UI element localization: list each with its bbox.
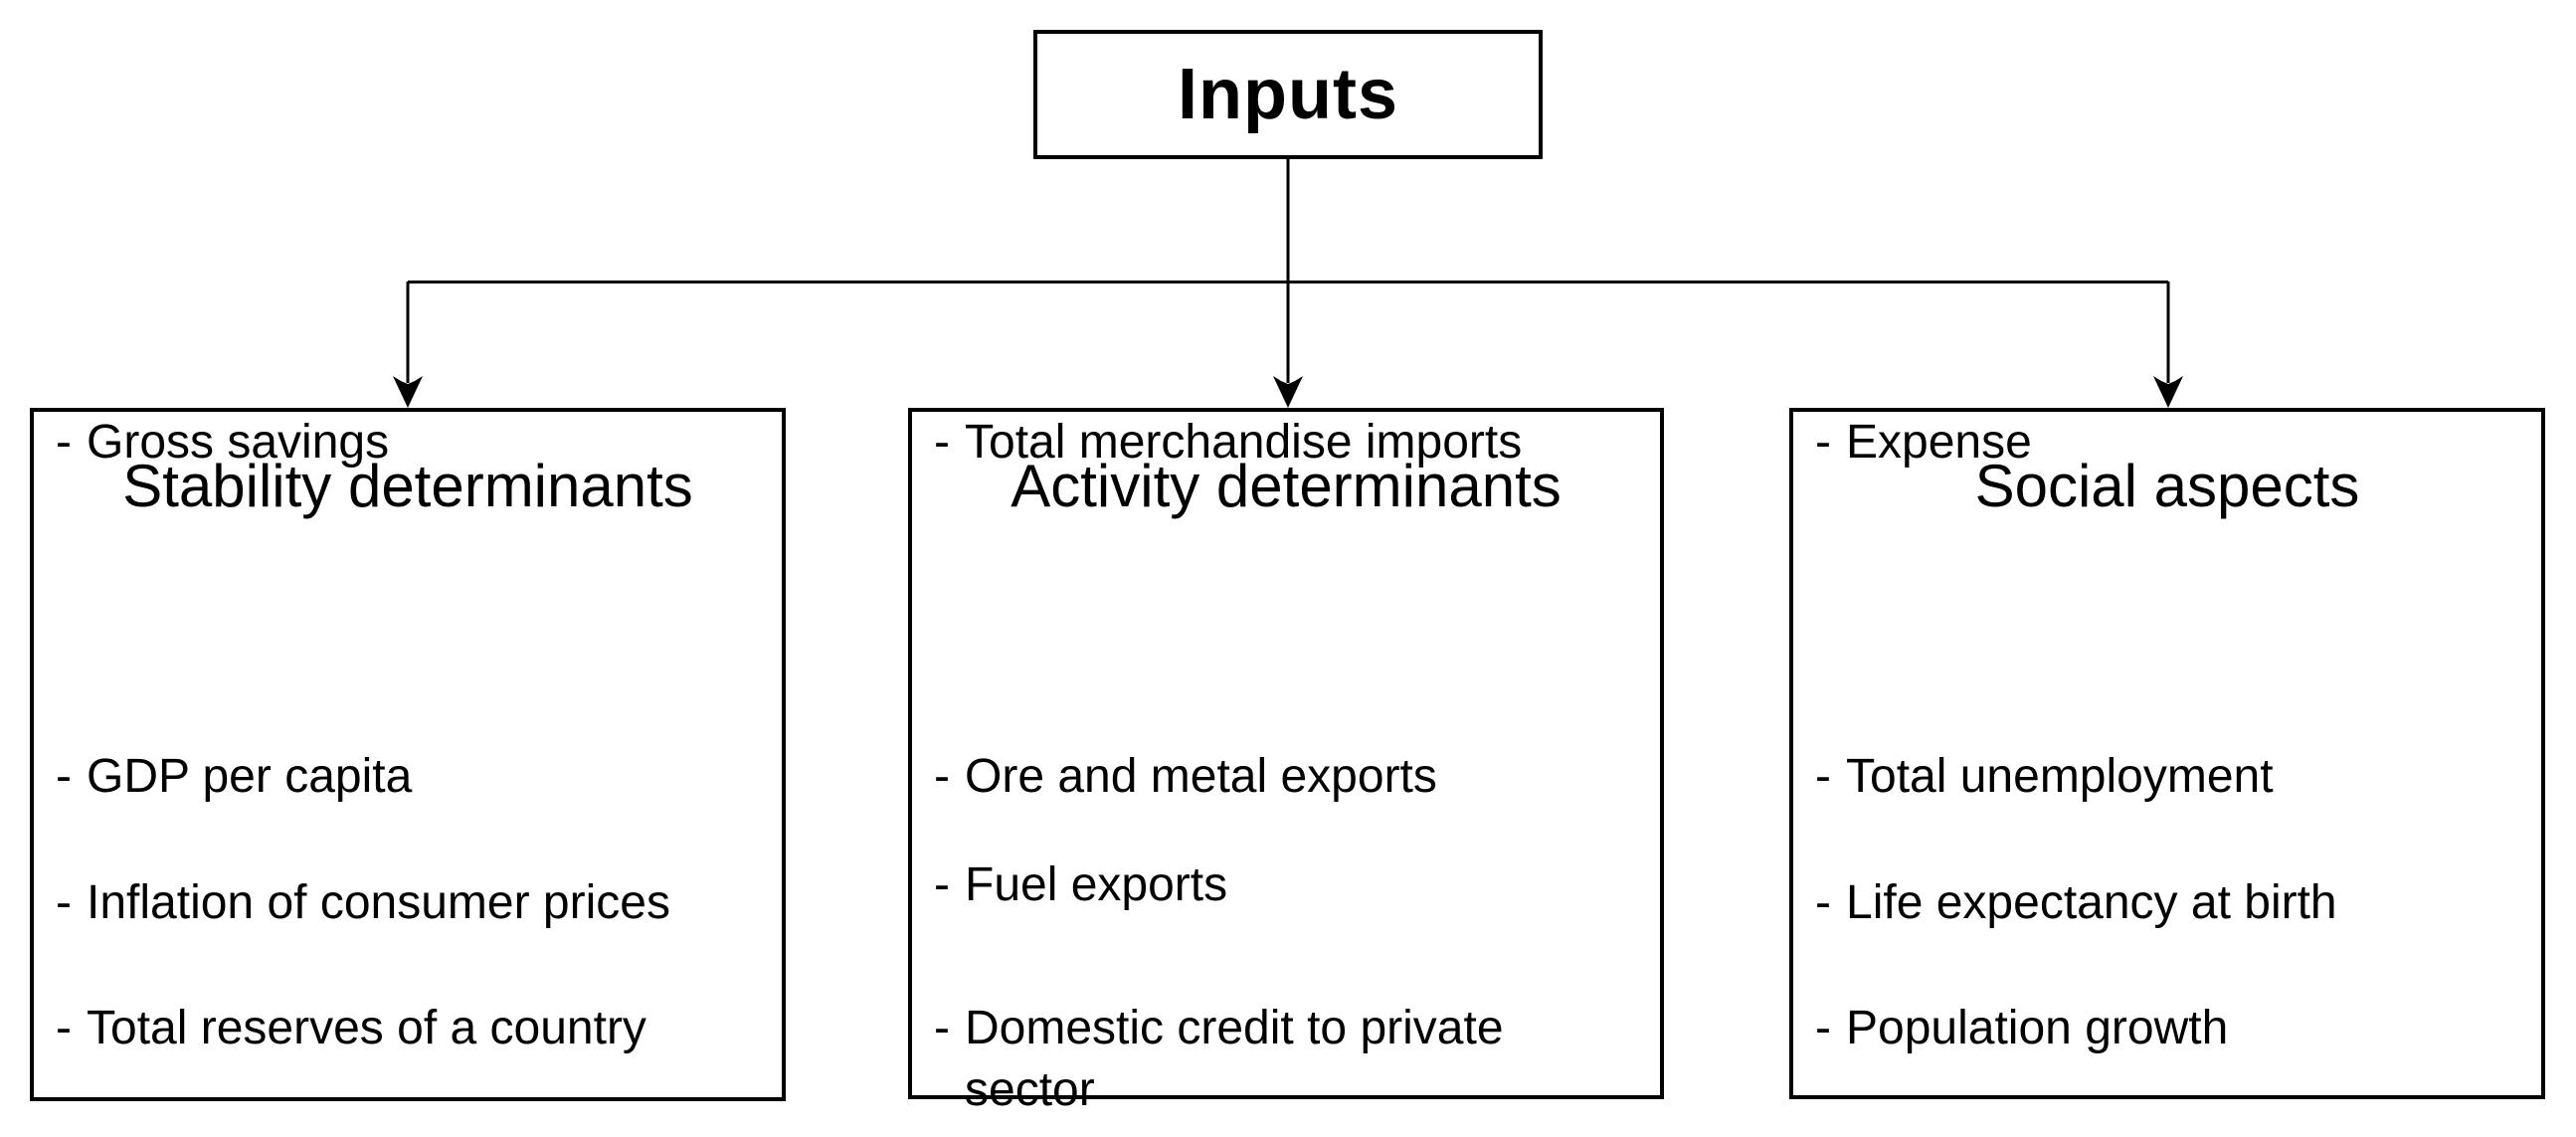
item-text: Total reserves of a country	[87, 1002, 646, 1054]
branch-box-activity-determinants: Activity determinants - Ore and metal ex…	[908, 408, 1664, 1116]
item-bullet: -	[1815, 876, 1831, 929]
item-bullet: -	[934, 750, 950, 803]
item-bullet: -	[934, 416, 950, 469]
branch-title: Stability determinants	[122, 453, 693, 519]
list-item: - Inflation of consumer prices	[34, 872, 782, 934]
branch-box-social-aspects: Social aspects - Total unemployment - Li…	[1789, 408, 2545, 1099]
branch-title: Social aspects	[1974, 453, 2360, 519]
item-bullet: -	[56, 1002, 72, 1054]
list-item: - Expense	[1793, 412, 2541, 474]
item-bullet: -	[934, 858, 950, 911]
list-item: - Total reserves of a country	[34, 998, 782, 1059]
item-text: Gross savings	[87, 416, 390, 469]
item-bullet: -	[1815, 750, 1831, 803]
list-item: - Total unemployment	[1793, 746, 2541, 808]
item-text: Fuel exports	[965, 858, 1228, 911]
item-bullet: -	[1815, 416, 1831, 469]
item-text: Life expectancy at birth	[1846, 876, 2337, 929]
item-text: Inflation of consumer prices	[87, 876, 670, 929]
item-bullet: -	[56, 750, 72, 803]
list-item: - Gross savings	[34, 412, 782, 474]
list-item: - Life expectancy at birth	[1793, 872, 2541, 934]
branch-title: Activity determinants	[1011, 453, 1562, 519]
branch-box-stability-determinants: Stability determinants - GDP per capita …	[30, 408, 786, 1101]
arrow-down-icon	[1273, 376, 1303, 408]
item-text: Expense	[1846, 416, 2032, 469]
arrow-down-icon	[393, 376, 423, 408]
item-text: Ore and metal exports	[965, 750, 1437, 803]
item-bullet: -	[56, 876, 72, 929]
item-text: Total merchandise imports	[965, 416, 1523, 469]
list-item: - Population growth	[1793, 998, 2541, 1059]
list-item: - GDP per capita	[34, 746, 782, 808]
item-text: GDP per capita	[87, 750, 413, 803]
item-bullet: -	[934, 1002, 950, 1054]
root-box-label: Inputs	[1178, 55, 1398, 134]
item-bullet: -	[56, 416, 72, 469]
item-text: Domestic credit to private sector	[965, 1002, 1504, 1116]
list-item: - Domestic credit to private sector	[912, 998, 1660, 1121]
root-box-inputs: Inputs	[1033, 30, 1543, 159]
item-bullet: -	[1815, 1002, 1831, 1054]
list-item: - Total merchandise imports	[912, 412, 1660, 474]
list-item: - Ore and metal exports	[912, 746, 1660, 808]
item-text: Population growth	[1846, 1002, 2229, 1054]
arrow-down-icon	[2153, 376, 2183, 408]
item-text: Total unemployment	[1846, 750, 2274, 803]
list-item: - Fuel exports	[912, 854, 1660, 916]
